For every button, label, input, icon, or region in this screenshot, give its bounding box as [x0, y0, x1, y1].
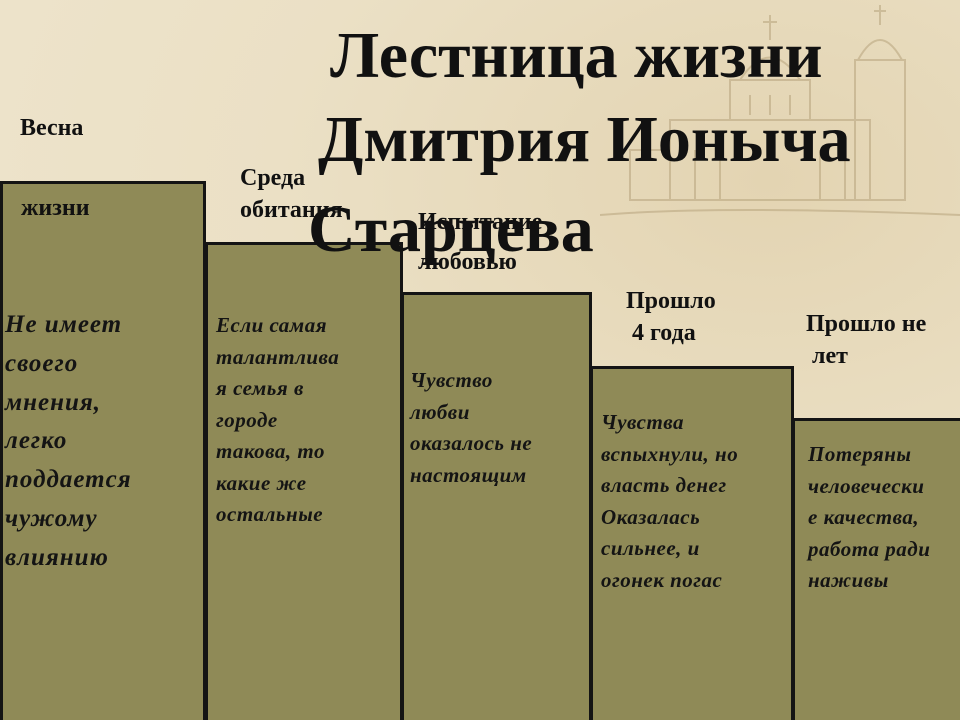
label-spring: Весна	[20, 115, 84, 141]
label-spring-life: жизни	[21, 195, 90, 221]
label-love-test-line1: Испытание	[418, 209, 543, 235]
stair-step-5: Потеряны человечески е качества, работа …	[792, 418, 960, 720]
label-many-years: Прошло не лет	[806, 311, 927, 370]
title-line-3: Старцева	[308, 193, 594, 266]
stair-step-4: Чувства вспыхнули, но власть денег Оказа…	[590, 366, 794, 720]
label-environment: Среда обитания	[240, 165, 343, 224]
title-line-2: Дмитрия Ионыча	[318, 103, 851, 176]
label-four-years: Прошло 4 года	[626, 288, 716, 347]
church-illustration	[600, 5, 960, 216]
stair-step-3: Чувство любви оказалось не настоящим	[401, 292, 592, 720]
stair-step-2: Если самая талантлива я семья в городе т…	[205, 242, 403, 720]
step-text-1: Не имеет своего мнения, легко поддается …	[5, 311, 132, 571]
title-line-1: Лестница жизни	[330, 19, 823, 92]
step-text-5: Потеряны человечески е качества, работа …	[808, 442, 931, 592]
stair-step-1: жизни Не имеет своего мнения, легко подд…	[0, 181, 206, 720]
step-text-4: Чувства вспыхнули, но власть денег Оказа…	[601, 410, 739, 592]
step-text-3: Чувство любви оказалось не настоящим	[410, 368, 533, 487]
label-love-test-line2: любовью	[418, 249, 517, 275]
step-text-2: Если самая талантлива я семья в городе т…	[216, 313, 340, 526]
